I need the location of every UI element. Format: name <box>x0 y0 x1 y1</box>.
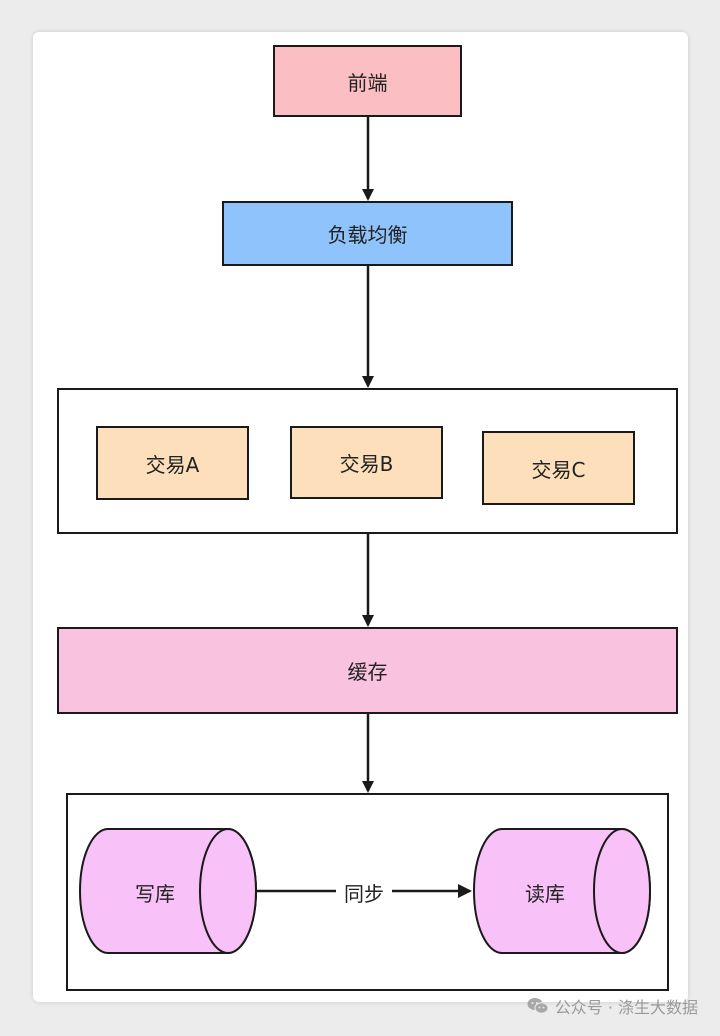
trade-b-node: 交易B <box>290 426 443 499</box>
trade-a-label: 交易A <box>145 452 200 477</box>
load-balancer-label: 负载均衡 <box>327 223 408 247</box>
trade-b-label: 交易B <box>339 452 394 476</box>
watermark: 公众号 · 涤生大数据 <box>527 994 698 1018</box>
trade-c-label: 交易C <box>531 457 586 482</box>
frontend-node: 前端 <box>273 45 462 117</box>
write-db-cylinder <box>79 828 257 954</box>
write-db-label: 写库 <box>135 882 175 906</box>
read-db-label: 读库 <box>525 882 565 906</box>
sync-edge-label: 同步 <box>344 882 384 906</box>
wechat-icon <box>527 998 549 1014</box>
cache-node: 缓存 <box>57 627 678 714</box>
trade-a-node: 交易A <box>96 426 249 500</box>
cache-label: 缓存 <box>347 660 388 684</box>
trade-c-node: 交易C <box>482 431 635 505</box>
load-balancer-node: 负载均衡 <box>222 201 513 266</box>
watermark-text: 公众号 · 涤生大数据 <box>554 998 698 1017</box>
read-db-cylinder <box>473 828 651 954</box>
frontend-label: 前端 <box>347 70 388 95</box>
